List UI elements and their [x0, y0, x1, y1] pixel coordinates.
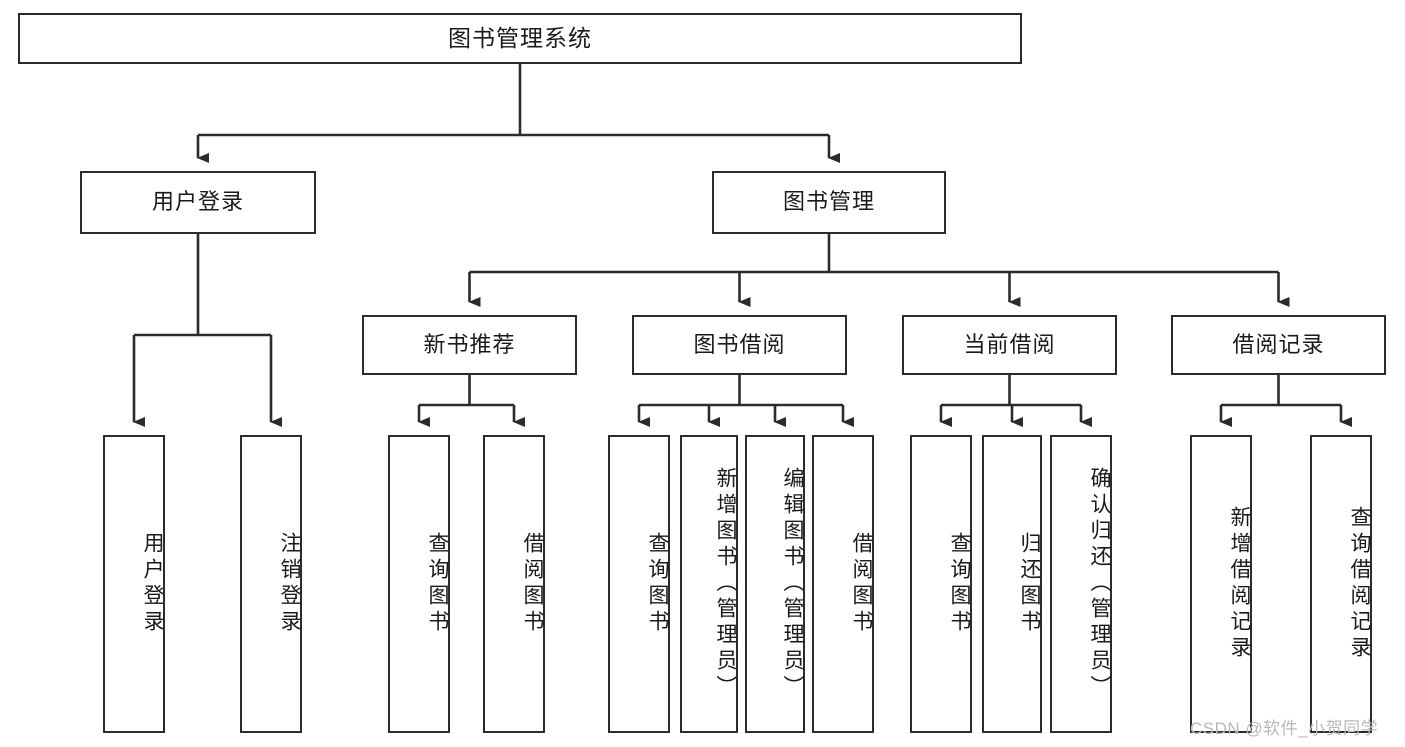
node-leaf-1[interactable]: 注销登录: [240, 435, 302, 733]
node-label: 查询借阅记录: [1348, 506, 1371, 662]
node-label: 新书推荐: [423, 331, 516, 357]
node-label: 图书管理系统: [448, 24, 592, 51]
node-leaf-4[interactable]: 查询图书: [608, 435, 670, 733]
node-l2-3[interactable]: 借阅记录: [1171, 315, 1386, 375]
node-label: 查询图书: [426, 532, 449, 636]
node-label: 用户登录: [141, 532, 164, 636]
node-leaf-10[interactable]: 确认归还（管理员）: [1050, 435, 1112, 733]
node-leaf-5[interactable]: 新增图书（管理员）: [680, 435, 738, 733]
node-label: 用户登录: [151, 189, 244, 215]
node-label: 查询图书: [948, 532, 971, 636]
node-l2-0[interactable]: 新书推荐: [362, 315, 577, 375]
node-leaf-11[interactable]: 新增借阅记录: [1190, 435, 1252, 733]
node-label: 新增借阅记录: [1228, 506, 1251, 662]
node-leaf-7[interactable]: 借阅图书: [812, 435, 874, 733]
node-label: 借阅图书: [521, 532, 544, 636]
node-l1-0[interactable]: 用户登录: [80, 171, 316, 234]
watermark: CSDN @软件_小贺同学: [1190, 719, 1379, 738]
node-leaf-2[interactable]: 查询图书: [388, 435, 450, 733]
node-leaf-3[interactable]: 借阅图书: [483, 435, 545, 733]
node-label: 编辑图书（管理员）: [781, 467, 804, 701]
node-label: 注销登录: [278, 532, 301, 636]
node-label: 图书管理: [782, 189, 875, 215]
node-label: 借阅记录: [1232, 331, 1325, 357]
node-label: 查询图书: [646, 532, 669, 636]
node-l2-1[interactable]: 图书借阅: [632, 315, 847, 375]
node-leaf-6[interactable]: 编辑图书（管理员）: [745, 435, 805, 733]
node-label: 借阅图书: [850, 532, 873, 636]
node-label: 新增图书（管理员）: [714, 467, 737, 701]
node-leaf-12[interactable]: 查询借阅记录: [1310, 435, 1372, 733]
node-root[interactable]: 图书管理系统: [18, 13, 1022, 64]
node-leaf-8[interactable]: 查询图书: [910, 435, 972, 733]
node-label: 图书借阅: [693, 331, 786, 357]
node-l2-2[interactable]: 当前借阅: [902, 315, 1117, 375]
node-label: 归还图书: [1018, 532, 1041, 636]
node-label: 当前借阅: [963, 331, 1056, 357]
node-label: 确认归还（管理员）: [1088, 467, 1111, 701]
node-leaf-9[interactable]: 归还图书: [982, 435, 1042, 733]
node-leaf-0[interactable]: 用户登录: [103, 435, 165, 733]
node-l1-1[interactable]: 图书管理: [712, 171, 946, 234]
